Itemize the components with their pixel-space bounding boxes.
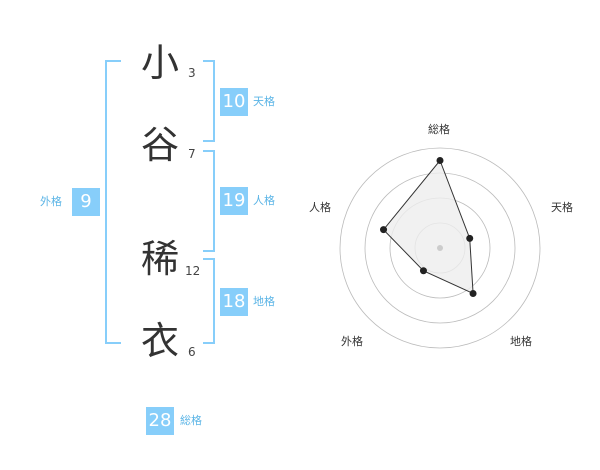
radar-polygon [382, 159, 474, 295]
radar-axis-label-chikaku: 地格 [510, 335, 532, 348]
soukaku-value: 28 [146, 407, 174, 435]
gaikaku-label: 外格 [40, 195, 62, 208]
radar-axis-label-jinkaku: 人格 [309, 201, 331, 214]
name-char-3: 稀 [140, 237, 179, 281]
radar-point-4 [380, 226, 388, 234]
radar-axis-label-soukaku: 総格 [428, 123, 450, 136]
jinkaku-bracket [203, 150, 215, 252]
stroke-count-1: 3 [188, 66, 196, 80]
name-char-1: 小 [140, 41, 179, 85]
stroke-count-3: 12 [185, 264, 201, 278]
radar-axis-label-tenkaku: 天格 [551, 201, 573, 214]
jinkaku-label: 人格 [253, 194, 275, 207]
tenkaku-label: 天格 [253, 95, 275, 108]
radar-point-1 [466, 234, 474, 242]
chikaku-value: 18 [220, 288, 248, 316]
gaikaku-bracket [105, 60, 121, 344]
stroke-count-4: 6 [188, 345, 196, 359]
radar-point-0 [436, 157, 444, 164]
gaikaku-value: 9 [72, 188, 100, 216]
chikaku-bracket [203, 258, 215, 344]
chikaku-label: 地格 [253, 295, 275, 308]
tenkaku-value: 10 [220, 88, 248, 116]
radar-point-2 [469, 290, 477, 298]
name-char-2: 谷 [140, 123, 179, 167]
soukaku-label: 総格 [180, 414, 202, 427]
radar-ring [339, 147, 541, 349]
stroke-count-2: 7 [188, 147, 196, 161]
radar-point-3 [419, 267, 427, 275]
radar-axis-label-gaikaku: 外格 [341, 335, 363, 348]
name-char-4: 衣 [140, 319, 179, 363]
tenkaku-bracket [203, 60, 215, 142]
radar-center [437, 245, 443, 251]
jinkaku-value: 19 [220, 187, 248, 215]
